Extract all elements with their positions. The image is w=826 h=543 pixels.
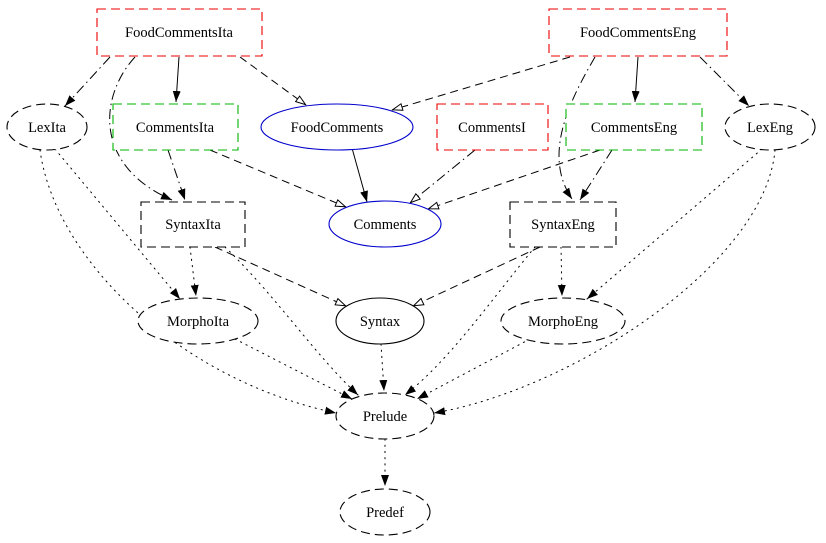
edge-commentseng-comments [427,149,601,210]
commentsita-shape [112,103,239,151]
edge-morphoeng-prelude [416,338,531,400]
node-morphoita: MorphoIta [137,297,259,345]
foodcommentseng-shape [548,8,728,57]
commentsita-label: CommentsIta [136,120,215,136]
edge-syntax-prelude [379,343,388,392]
lexita-label: LexIta [28,120,66,136]
foodcommentseng-label: FoodCommentsEng [580,25,696,41]
edge-foodcommentseng-lexeng [699,56,750,107]
node-foodcomments: FoodComments [260,103,414,151]
edge-commentseng-syntaxeng [579,149,613,201]
node-commentsita: CommentsIta [112,103,239,151]
node-syntax: Syntax [335,297,425,345]
syntax-shape [335,297,425,345]
node-foodcommentsita: FoodCommentsIta [96,8,263,57]
prelude-shape [335,392,435,440]
morphoeng-shape [500,297,626,345]
node-commentseng: CommentsEng [565,103,703,151]
lexita-shape [6,103,88,151]
morphoita-shape [137,297,259,345]
commentsi-shape [436,103,549,151]
edge-morphoita-prelude [234,338,353,400]
foodcommentsita-shape [96,8,263,57]
edge-commentsita-syntaxita [167,149,186,201]
node-comments: Comments [328,200,442,248]
edge-foodcomments-comments [351,147,368,203]
edge-foodcommentseng-foodcomments [391,56,571,111]
edge-syntaxita-syntax [214,246,347,307]
commentsi-label: CommentsI [458,120,526,136]
edge-lexeng-prelude [433,149,776,416]
edge-syntaxeng-morphoeng [557,246,566,297]
edge-foodcommentsita-foodcomments [239,56,307,106]
comments-shape [328,200,442,248]
foodcommentsita-label: FoodCommentsIta [125,25,234,41]
edge-foodcommentsita-lexita [64,56,111,107]
edge-commentsita-comments [209,149,347,208]
foodcomments-shape [260,103,414,151]
predef-shape [339,488,431,536]
edge-lexita-prelude [39,149,337,415]
node-syntaxeng: SyntaxEng [509,201,617,248]
node-predef: Predef [339,488,431,536]
syntaxeng-shape [509,201,617,248]
lexeng-label: LexEng [747,120,793,136]
syntaxita-label: SyntaxIta [165,217,221,233]
edge-lexeng-morphoeng [586,148,763,300]
edge-foodcommentsita-syntaxita [109,56,173,201]
edge-syntaxita-morphoita [189,246,199,297]
commentseng-label: CommentsEng [591,120,677,136]
edge-syntaxeng-syntax [412,246,541,307]
syntaxita-shape [140,201,246,248]
edge-foodcommentseng-commentseng [631,56,640,103]
morphoita-label: MorphoIta [167,314,230,330]
node-commentsi: CommentsI [436,103,549,151]
node-prelude: Prelude [335,392,435,440]
node-lexeng: LexEng [724,103,816,151]
node-foodcommentseng: FoodCommentsEng [548,8,728,57]
predef-label: Predef [366,505,404,521]
nodes-layer: FoodCommentsIta FoodCommentsEng LexIta C… [6,8,816,536]
lexeng-shape [724,103,816,151]
morphoeng-label: MorphoEng [528,314,598,330]
prelude-label: Prelude [363,409,407,425]
node-lexita: LexIta [6,103,88,151]
foodcomments-label: FoodComments [291,120,384,136]
syntax-label: Syntax [360,314,401,330]
edges-layer [39,56,776,487]
edge-syntaxita-prelude [224,246,359,396]
comments-label: Comments [354,217,417,233]
node-morphoeng: MorphoEng [500,297,626,345]
node-syntaxita: SyntaxIta [140,201,246,248]
edge-lexita-morphoita [54,148,181,300]
commentseng-shape [565,103,703,151]
syntaxeng-label: SyntaxEng [531,217,595,233]
edge-foodcommentsita-commentsita [172,56,181,103]
edge-commentsi-comments [409,149,476,204]
